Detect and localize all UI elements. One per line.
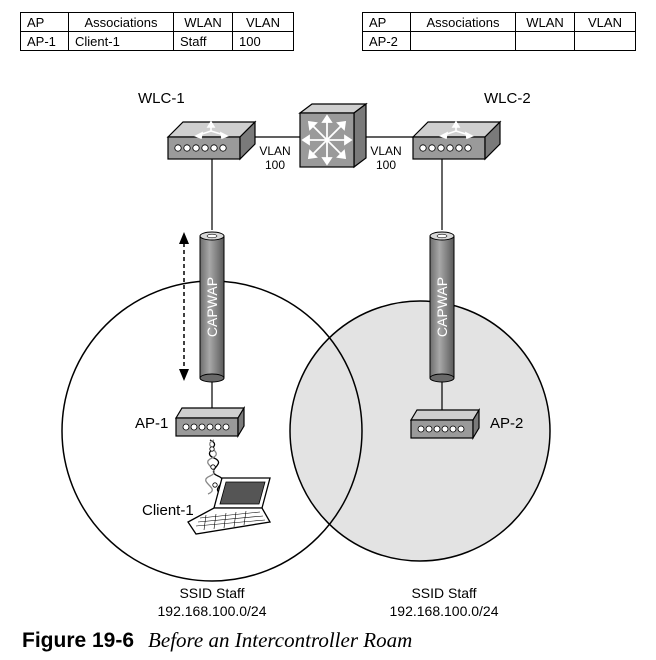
table-cell-ap: AP-2	[362, 31, 411, 51]
capwap-tunnel-left	[199, 231, 225, 383]
capwap-tunnel-right	[429, 231, 455, 383]
ap2-label: AP-2	[490, 415, 523, 432]
ap1-device	[174, 405, 246, 439]
vlan-left-number: 100	[265, 158, 285, 172]
vlan-right-label: VLAN	[370, 144, 401, 158]
vlan-right-number: 100	[376, 158, 396, 172]
table-cell-associations: Client-1	[68, 31, 174, 51]
subnet-right-label: 192.168.100.0/24	[390, 603, 499, 619]
table-cell-vlan: 100	[232, 31, 294, 51]
ap2-association-table: AP Associations WLAN VLAN AP-2	[362, 12, 636, 51]
ap1-label: AP-1	[135, 415, 168, 432]
wlc2-label: WLC-2	[484, 90, 531, 107]
figure-number: Figure 19-6	[22, 629, 135, 652]
client1-label: Client-1	[142, 502, 194, 519]
capwap-right-label: CAPWAP	[434, 277, 450, 337]
wlc1-label: WLC-1	[138, 90, 185, 107]
capwap-left-label: CAPWAP	[204, 277, 220, 337]
vlan-left-label: VLAN	[259, 144, 290, 158]
wlc2-device	[411, 120, 502, 161]
ap1-association-table: AP Associations WLAN VLAN AP-1 Client-1 …	[20, 12, 294, 51]
figure-caption: Figure 19-6 Before an Intercontroller Roa…	[22, 628, 412, 653]
ap2-device	[409, 407, 481, 441]
table-cell-vlan	[574, 31, 636, 51]
tunnel-path-arrow	[179, 232, 189, 381]
roam-diagram: WLC-1 WLC-2 VLAN 100 VLAN 100 CAPWAP CAP…	[61, 90, 551, 619]
client1-laptop-icon	[187, 477, 272, 535]
subnet-left-label: 192.168.100.0/24	[158, 603, 267, 619]
table-cell-wlan: Staff	[173, 31, 233, 51]
figure-title: Before an Intercontroller Roam	[148, 628, 413, 652]
wlc1-device	[166, 120, 257, 161]
layer3-switch-device	[298, 102, 368, 169]
table-cell-ap: AP-1	[20, 31, 69, 51]
ssid-right-label: SSID Staff	[411, 585, 476, 601]
table-header-associations: Associations	[410, 12, 516, 32]
ssid-left-label: SSID Staff	[179, 585, 244, 601]
